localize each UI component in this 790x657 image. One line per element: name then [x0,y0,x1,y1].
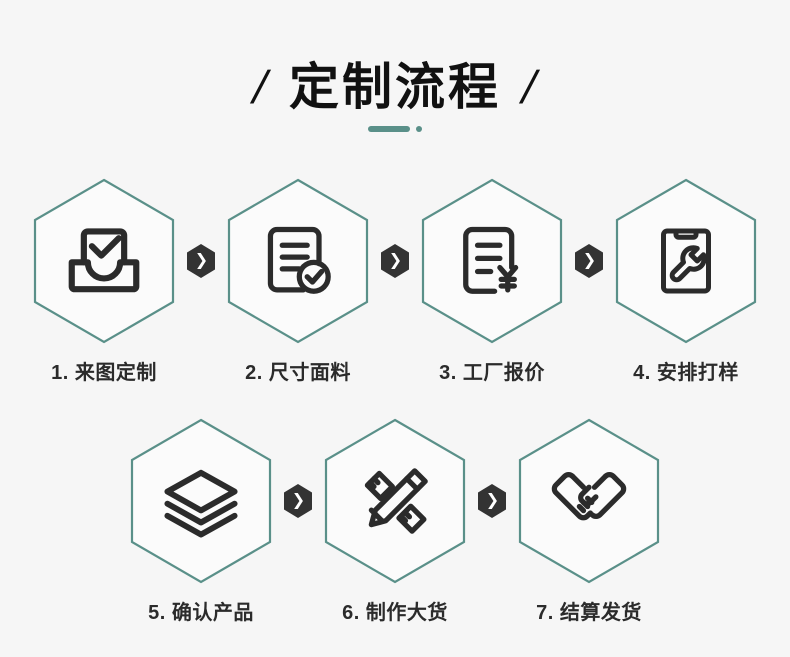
arrow-connector-3: ❯ [568,176,610,346]
layers-stack-icon [125,416,277,586]
arrow-hexagon-shape-5 [284,484,312,518]
process-step-7[interactable]: 7. 结算发货 [513,416,665,625]
step-label-6: 6. 制作大货 [342,602,448,624]
chevron-right-icon: ❯ [582,252,597,269]
arrow-connector-2: ❯ [374,176,416,346]
process-row-1: 1. 来图定制 ❯ [0,176,790,385]
chevron-right-icon: ❯ [485,492,500,509]
hexagon-6 [319,416,471,586]
chevron-right-icon: ❯ [291,492,306,509]
arrow-hexagon-6: ❯ [477,484,507,518]
process-step-3[interactable]: 3. 工厂报价 [416,176,568,385]
title-row: / 定制流程 / [0,59,790,115]
process-step-1[interactable]: 1. 来图定制 [28,176,180,385]
left-slash-decoration: / [247,61,274,113]
step-label-5: 5. 确认产品 [148,602,254,624]
arrow-hexagon-1: ❯ [186,244,216,278]
arrow-connector-5: ❯ [277,416,319,586]
step-label-2: 2. 尺寸面料 [245,362,351,384]
step-label-1: 1. 来图定制 [51,362,157,384]
hexagon-outline-6 [324,418,466,584]
title-underline [0,126,790,132]
hexagon-4 [610,176,762,346]
process-row-2: 5. 确认产品 ❯ [0,416,790,625]
document-check-icon [222,176,374,346]
arrow-hexagon-2: ❯ [380,244,410,278]
underline-bar [368,126,410,132]
invoice-yuan-icon [416,176,568,346]
process-step-4[interactable]: 4. 安排打样 [610,176,762,385]
chevron-right-icon: ❯ [388,252,403,269]
arrow-connector-6: ❯ [471,416,513,586]
process-step-5[interactable]: 5. 确认产品 [125,416,277,625]
underline-dot [416,126,422,132]
arrow-hexagon-shape-3 [575,244,603,278]
arrow-hexagon-3: ❯ [574,244,604,278]
chevron-right-icon: ❯ [194,252,209,269]
step-label-7: 7. 结算发货 [536,602,642,624]
hexagon-7 [513,416,665,586]
hexagon-1 [28,176,180,346]
step-label-3: 3. 工厂报价 [439,362,545,384]
hexagon-outline-5 [130,418,272,584]
inbox-check-icon [28,176,180,346]
hexagon-outline-1 [33,178,175,344]
hexagon-2 [222,176,374,346]
hexagon-3 [416,176,568,346]
handshake-icon [513,416,665,586]
hexagon-5 [125,416,277,586]
arrow-connector-1: ❯ [180,176,222,346]
page-title: 定制流程 [289,59,501,115]
page-title-block: / 定制流程 / [0,59,790,132]
hexagon-outline-2 [227,178,369,344]
arrow-hexagon-shape-6 [478,484,506,518]
hexagon-outline-4 [615,178,757,344]
right-slash-decoration: / [516,61,543,113]
arrow-hexagon-5: ❯ [283,484,313,518]
process-step-2[interactable]: 2. 尺寸面料 [222,176,374,385]
pencil-ruler-icon [319,416,471,586]
arrow-hexagon-shape-1 [187,244,215,278]
process-step-6[interactable]: 6. 制作大货 [319,416,471,625]
arrow-hexagon-shape-2 [381,244,409,278]
clipboard-wrench-icon [610,176,762,346]
step-label-4: 4. 安排打样 [633,362,739,384]
